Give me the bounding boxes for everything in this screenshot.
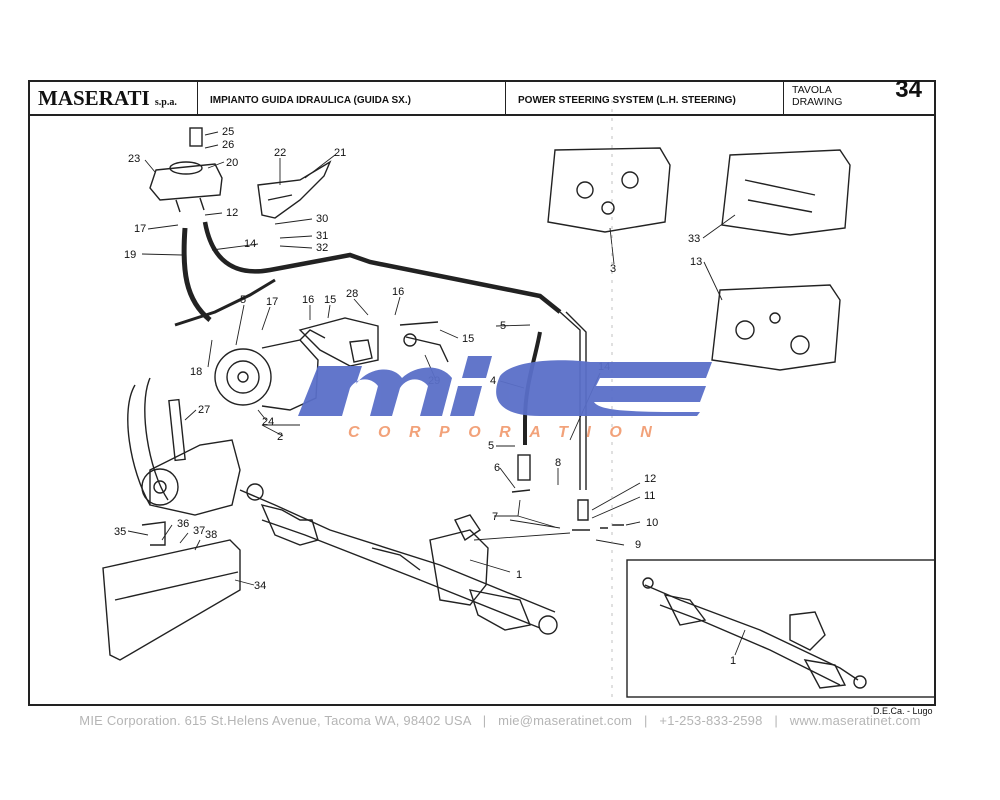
seal-kit-33 [721,149,851,236]
callout: 27 [198,404,210,416]
callout: 24 [262,416,274,428]
callout: 13 [690,256,702,268]
callout: 10 [646,517,658,529]
callout: 14 [244,238,256,250]
alternator [127,377,241,516]
mie-watermark-corporation: CORPORATION [348,424,671,441]
callout: 28 [346,288,358,300]
drawing-label: DRAWING [792,96,843,108]
callout: 17 [134,223,146,235]
callout: 5 [500,320,506,332]
callout: 8 [555,457,561,469]
steering-rack [239,483,558,635]
footer-separator: | [482,713,487,728]
callout: 37 [193,525,205,537]
pump [214,329,326,411]
footer-address: MIE Corporation. 615 St.Helens Avenue, T… [79,713,471,728]
callout: 1 [516,569,522,581]
callout: 9 [635,539,641,551]
brand-suffix: s.p.a. [154,97,177,108]
callout: 35 [114,526,126,538]
seal-kit-13 [711,284,841,371]
footer: MIE Corporation. 615 St.Helens Avenue, T… [0,713,1000,728]
callout: 22 [274,147,286,159]
callout: 32 [316,242,328,254]
callout: 16 [392,286,404,298]
callout: 1 [730,655,736,667]
footer-separator: | [644,713,648,728]
callout: 16 [302,294,314,306]
seal-kit-3 [547,147,671,233]
callout: 33 [688,233,700,245]
reservoir [149,127,223,213]
callout: 5 [488,440,494,452]
footer-phone: +1-253-833-2598 [659,713,763,728]
callout: 12 [644,473,656,485]
tavola-label: TAVOLA [792,84,832,96]
callout: 19 [124,249,136,261]
footer-website[interactable]: www.maseratinet.com [789,713,921,728]
callout: 36 [177,518,189,530]
inset-rack [642,577,867,689]
drawing-number: 34 [895,76,922,103]
callout: 21 [334,147,346,159]
callout: 11 [644,490,655,502]
callout: 30 [316,213,328,225]
drafter-signature: D.E.Ca. - Lugo [873,706,933,716]
callout: 18 [190,366,202,378]
callout: 34 [254,580,266,592]
callout-labels: 25 26 20 23 22 21 17 12 30 31 32 19 14 1… [114,126,736,667]
footer-email[interactable]: mie@maseratinet.com [498,713,633,728]
callout: 6 [494,462,500,474]
brand-cell: MASERATI s.p.a. [30,82,198,114]
footer-separator: | [774,713,778,728]
title-block: MASERATI s.p.a. IMPIANTO GUIDA IDRAULICA… [30,76,936,116]
callout: 2 [277,431,283,443]
callout: 25 [222,126,234,138]
drawing-number-cell: TAVOLA DRAWING 34 [784,76,936,114]
callout: 31 [316,230,328,242]
callout: 5 [240,294,246,306]
brand-name: MASERATI [38,86,150,110]
callout: 15 [462,333,474,345]
callout: 17 [266,296,278,308]
drawing-frame: MASERATI s.p.a. IMPIANTO GUIDA IDRAULICA… [28,76,936,706]
callout: 26 [222,139,234,151]
callout: 15 [324,294,336,306]
callout: 20 [226,157,238,169]
callout: 3 [610,263,616,275]
callout: 23 [128,153,140,165]
title-english: POWER STEERING SYSTEM (L.H. STEERING) [506,82,784,114]
title-italian: IMPIANTO GUIDA IDRAULICA (GUIDA SX.) [198,82,506,114]
callout: 7 [492,511,498,523]
callout: 38 [205,529,217,541]
callout: 4 [490,375,496,387]
callout: 12 [226,207,238,219]
